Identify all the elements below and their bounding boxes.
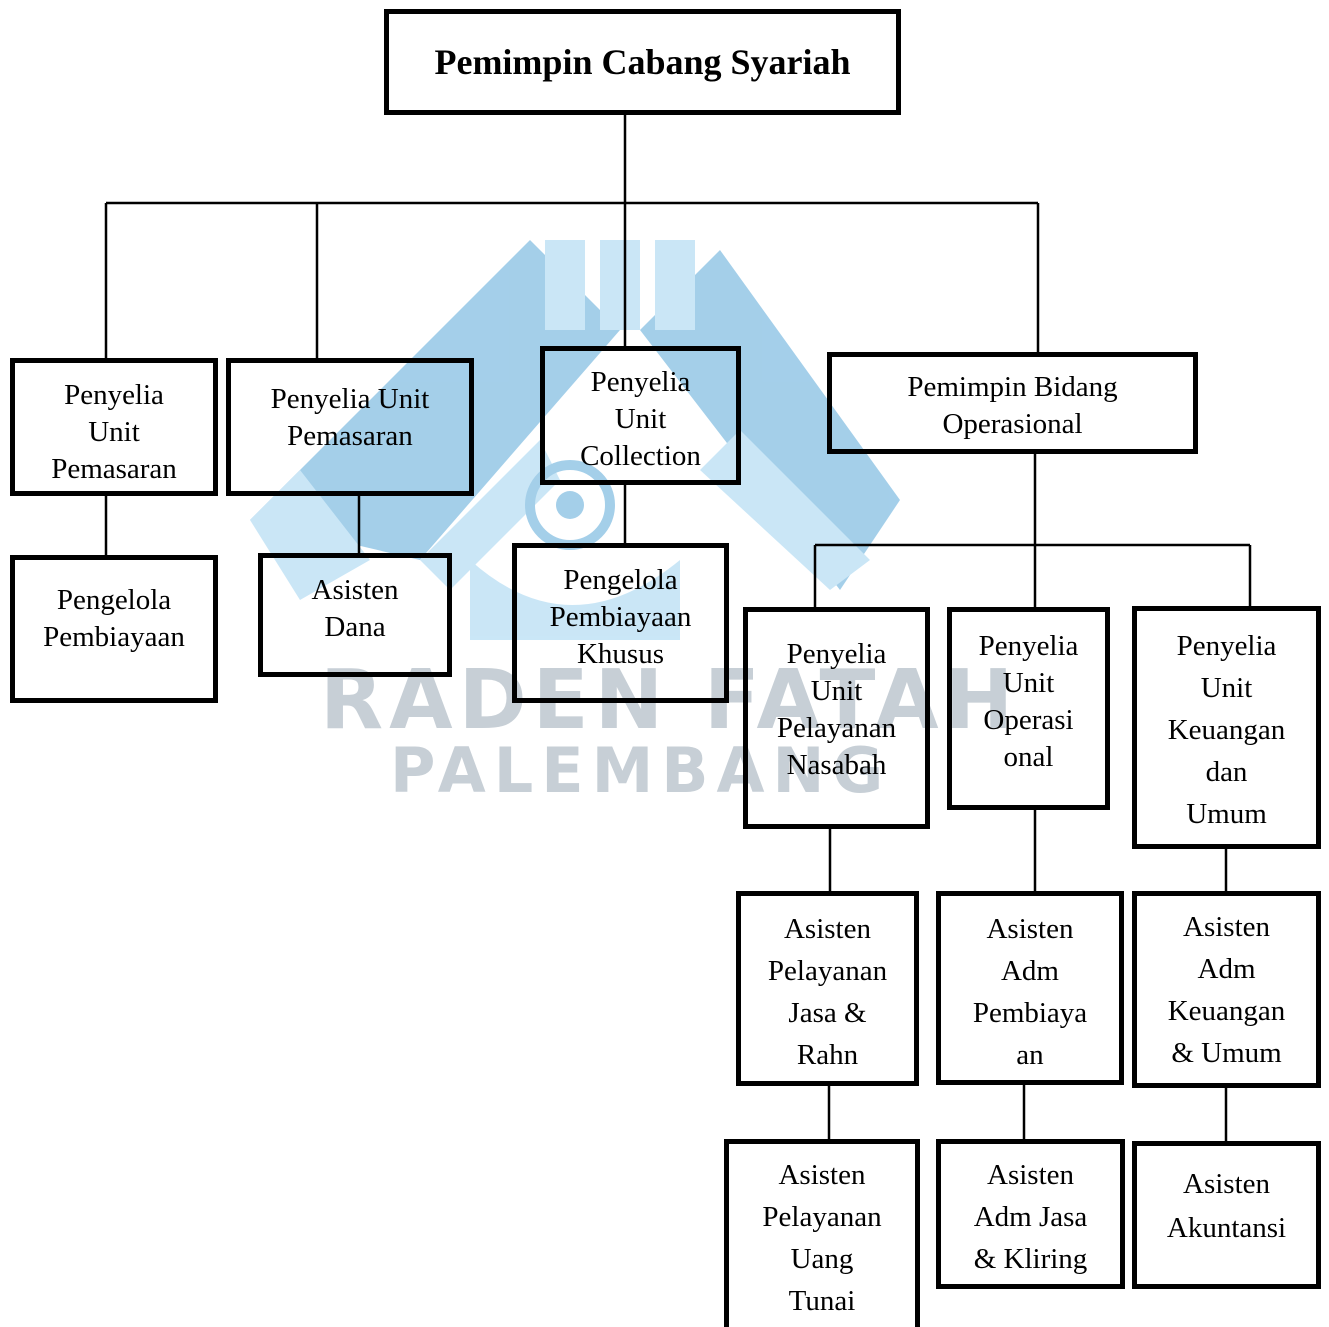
node-label-line: Nasabah bbox=[786, 749, 887, 781]
node-label-line: Pemimpin Bidang bbox=[907, 371, 1118, 403]
node-label-line: Dana bbox=[324, 611, 386, 643]
node-label-line: Asisten bbox=[986, 913, 1074, 945]
node-label-line: Unit bbox=[1002, 667, 1055, 699]
node-label-line: Asisten bbox=[311, 574, 399, 606]
node-label-line: Penyelia bbox=[590, 366, 691, 398]
node-label-line: Unit bbox=[810, 675, 863, 707]
node-label-line: Pemasaran bbox=[287, 420, 413, 452]
node-label-line: Umum bbox=[1186, 798, 1267, 830]
node-label-line: & Kliring bbox=[973, 1243, 1088, 1275]
node-label-line: Asisten bbox=[1183, 1168, 1270, 1200]
node-label-line: & Umum bbox=[1171, 1037, 1282, 1069]
node-label-line: Khusus bbox=[576, 638, 664, 670]
node-label-line: Pengelola bbox=[56, 584, 172, 616]
node-label-line: Asisten bbox=[987, 1159, 1074, 1191]
node-label-line: Pembiaya bbox=[972, 997, 1088, 1029]
node-label-line: Tunai bbox=[788, 1285, 856, 1317]
node-label-line: Adm Jasa bbox=[973, 1201, 1088, 1233]
node-label-line: Pemimpin Cabang Syariah bbox=[434, 42, 851, 82]
node-label-line: Pelayanan bbox=[767, 955, 888, 987]
node-label-line: Uang bbox=[790, 1243, 854, 1275]
node-label-line: Unit bbox=[88, 416, 140, 448]
node-label-line: Pelayanan bbox=[776, 712, 897, 744]
node-label-line: Akuntansi bbox=[1166, 1212, 1287, 1244]
node-label-line: Unit bbox=[614, 403, 667, 435]
node-label-line: Pembiayaan bbox=[549, 601, 692, 633]
node-label-line: dan bbox=[1205, 756, 1248, 788]
node-label-line: Unit bbox=[1200, 672, 1253, 704]
node-label-line: Asisten bbox=[783, 913, 871, 945]
node-label-line: Rahn bbox=[796, 1039, 859, 1071]
node-label-line: Keuangan bbox=[1167, 714, 1286, 746]
svg-text:PALEMBANG: PALEMBANG bbox=[390, 734, 891, 807]
node-label-line: Pengelola bbox=[563, 564, 678, 596]
node-label-line: Adm bbox=[1197, 953, 1256, 985]
node-label-line: Penyelia bbox=[786, 638, 887, 670]
node-label-line: Keuangan bbox=[1167, 995, 1286, 1027]
node-label-line: an bbox=[1016, 1039, 1044, 1071]
node-label-line: Asisten bbox=[778, 1159, 866, 1191]
node-label-line: Asisten bbox=[1183, 911, 1270, 943]
node-label-line: Pelayanan bbox=[762, 1201, 882, 1233]
node-label-line: Penyelia bbox=[978, 630, 1079, 662]
node-label-line: Operasional bbox=[942, 408, 1083, 440]
node-label-line: Penyelia bbox=[64, 379, 164, 411]
node-label-line: Operasi bbox=[983, 704, 1074, 736]
node-label-line: Pemasaran bbox=[51, 453, 177, 485]
node-label-line: Collection bbox=[580, 440, 701, 472]
node-label-line: Penyelia bbox=[1176, 630, 1277, 662]
node-label-line: Adm bbox=[1000, 955, 1059, 987]
root-node-pemimpin-cabang-syariah: Pemimpin Cabang Syariah bbox=[384, 9, 901, 115]
node-label-line: Jasa & bbox=[788, 997, 867, 1029]
node-label-line: onal bbox=[1003, 741, 1054, 773]
node-label-line: Penyelia Unit bbox=[270, 383, 430, 415]
node-label-line: Pembiayaan bbox=[43, 621, 185, 653]
